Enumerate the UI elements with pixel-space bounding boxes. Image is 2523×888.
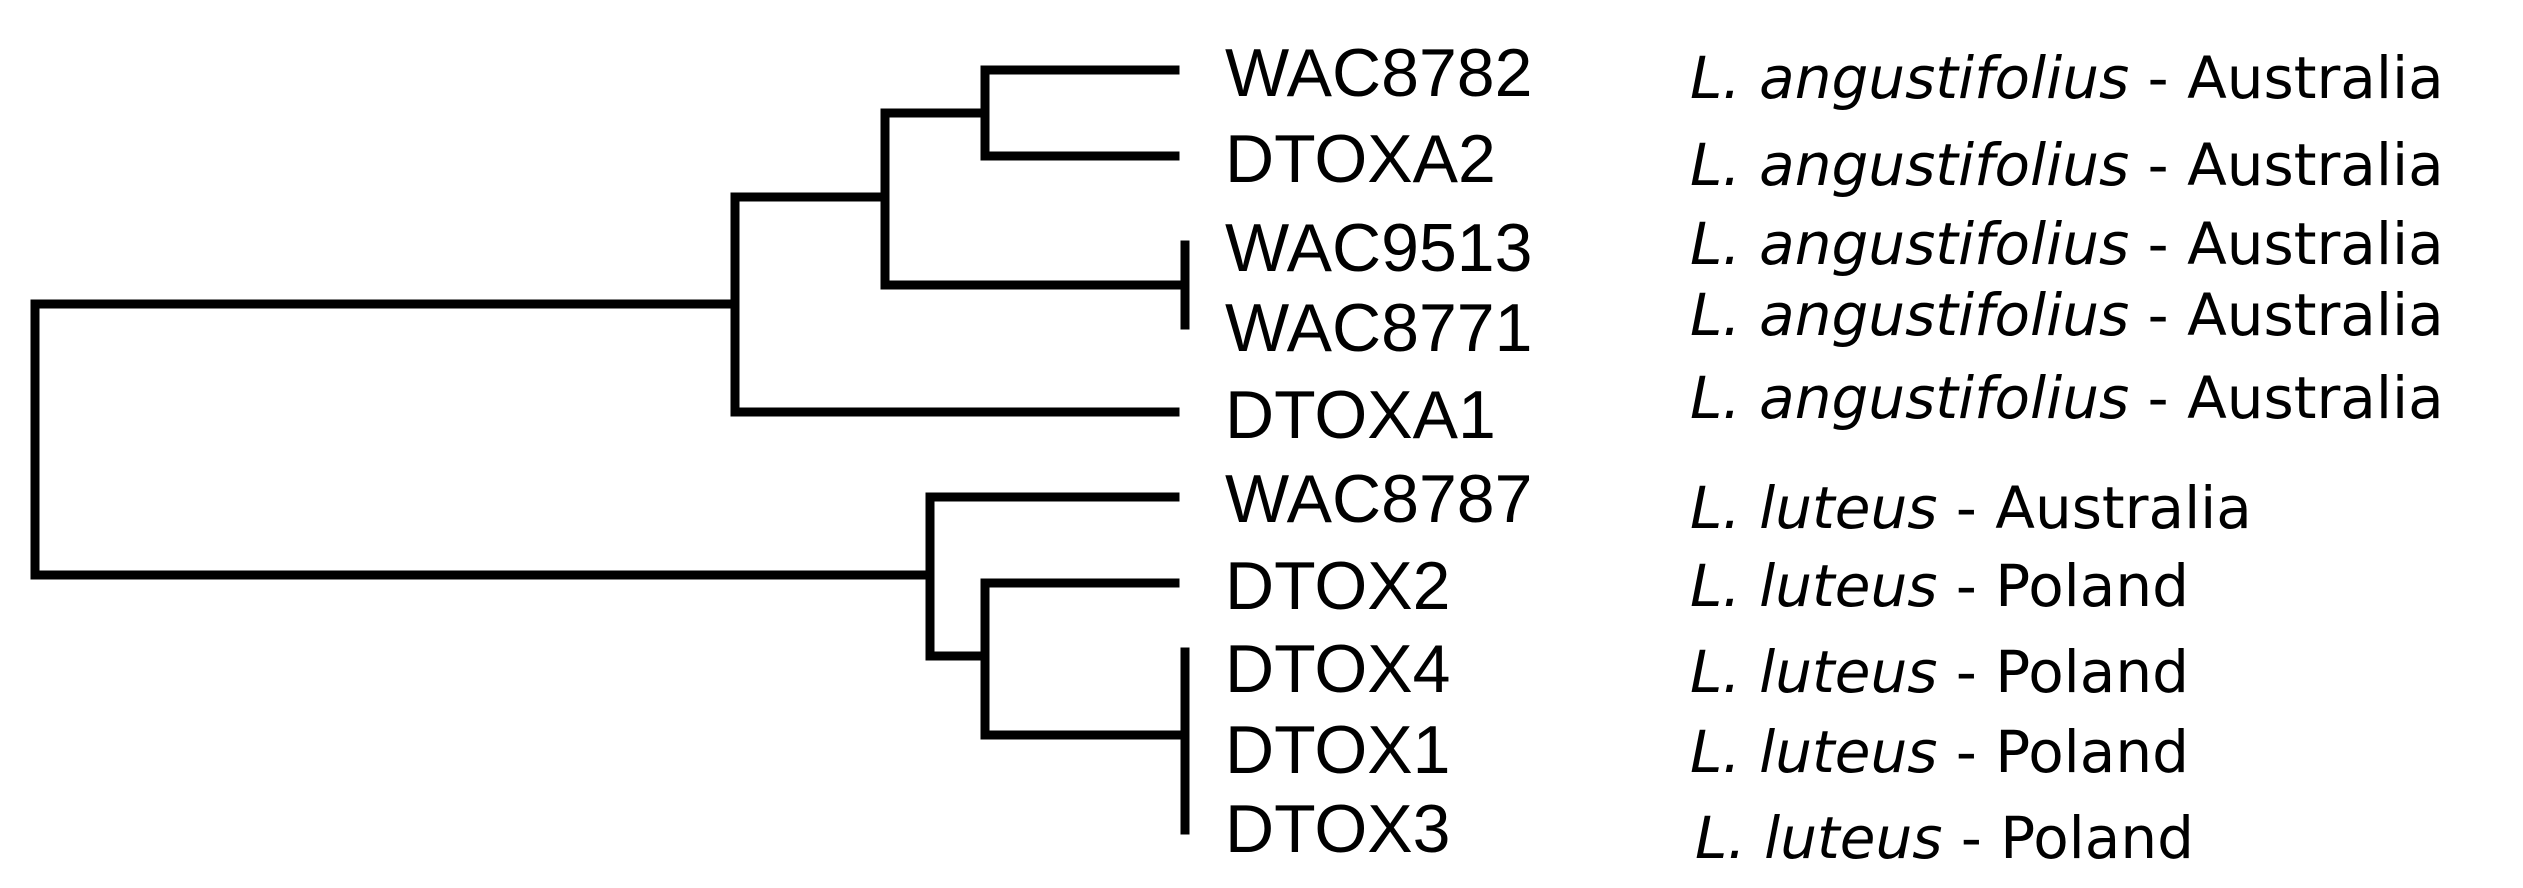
annotation-separator: - <box>1937 718 1995 786</box>
origin-country: Poland <box>1995 638 2189 706</box>
taxon-label: DTOX3 <box>1225 791 1450 867</box>
origin-country: Australia <box>2187 281 2444 349</box>
species-name: L. luteus <box>1690 552 1937 620</box>
origin-country: Australia <box>2187 210 2444 278</box>
species-annotation: L. luteus - Poland <box>1690 552 2189 620</box>
annotation-separator: - <box>1942 804 2000 872</box>
taxon-label: DTOXA2 <box>1225 121 1496 197</box>
branch-luteus-clade <box>925 492 1180 661</box>
species-name: L. angustifolius <box>1690 364 2129 432</box>
taxon-label: WAC8787 <box>1225 461 1532 537</box>
taxon-label: DTOX2 <box>1225 548 1450 624</box>
taxon-labels: WAC8782 DTOXA2 WAC9513 WAC8771 DTOXA1 WA… <box>1225 35 1532 867</box>
origin-country: Poland <box>2000 804 2194 872</box>
species-annotation: L. luteus - Poland <box>1695 804 2194 872</box>
species-annotation: L. angustifolius - Australia <box>1690 364 2444 432</box>
species-name: L. angustifolius <box>1690 44 2129 112</box>
species-annotation: L. luteus - Poland <box>1690 718 2189 786</box>
branch-clade-dtox2 <box>980 578 1190 740</box>
branch-angustifolius-subclade <box>880 108 1190 290</box>
origin-country: Poland <box>1995 552 2189 620</box>
species-annotation: L. luteus - Poland <box>1690 638 2189 706</box>
species-annotation: L. angustifolius - Australia <box>1690 281 2444 349</box>
species-name: L. angustifolius <box>1690 210 2129 278</box>
species-annotation: L. luteus - Australia <box>1690 474 2252 542</box>
taxon-label: DTOX4 <box>1225 631 1450 707</box>
origin-country: Australia <box>1995 474 2252 542</box>
species-name: L. luteus <box>1690 638 1937 706</box>
tree-branches <box>30 65 1190 835</box>
origin-country: Poland <box>1995 718 2189 786</box>
taxon-label: WAC8782 <box>1225 35 1532 111</box>
species-annotations: L. angustifolius - Australia L. angustif… <box>1690 44 2444 872</box>
annotation-separator: - <box>2129 210 2187 278</box>
taxon-label: DTOX1 <box>1225 712 1450 788</box>
origin-country: Australia <box>2187 364 2444 432</box>
annotation-separator: - <box>1937 474 1995 542</box>
species-annotation: L. angustifolius - Australia <box>1690 210 2444 278</box>
branch-clade-wac8782-dtoxa2 <box>980 65 1180 161</box>
annotation-separator: - <box>2129 44 2187 112</box>
species-name: L. luteus <box>1690 718 1937 786</box>
species-name: L. angustifolius <box>1690 281 2129 349</box>
branch-angustifolius-clade <box>730 192 1180 417</box>
branch-root <box>30 299 935 580</box>
origin-country: Australia <box>2187 44 2444 112</box>
species-annotation: L. angustifolius - Australia <box>1690 44 2444 112</box>
species-name: L. angustifolius <box>1690 131 2129 199</box>
taxon-label: DTOXA1 <box>1225 377 1496 453</box>
species-name: L. luteus <box>1690 474 1937 542</box>
annotation-separator: - <box>1937 638 1995 706</box>
species-name: L. luteus <box>1695 804 1942 872</box>
annotation-separator: - <box>1937 552 1995 620</box>
taxon-label: WAC8771 <box>1225 290 1532 366</box>
taxon-label: WAC9513 <box>1225 210 1532 286</box>
annotation-separator: - <box>2129 281 2187 349</box>
species-annotation: L. angustifolius - Australia <box>1690 131 2444 199</box>
origin-country: Australia <box>2187 131 2444 199</box>
annotation-separator: - <box>2129 131 2187 199</box>
annotation-separator: - <box>2129 364 2187 432</box>
